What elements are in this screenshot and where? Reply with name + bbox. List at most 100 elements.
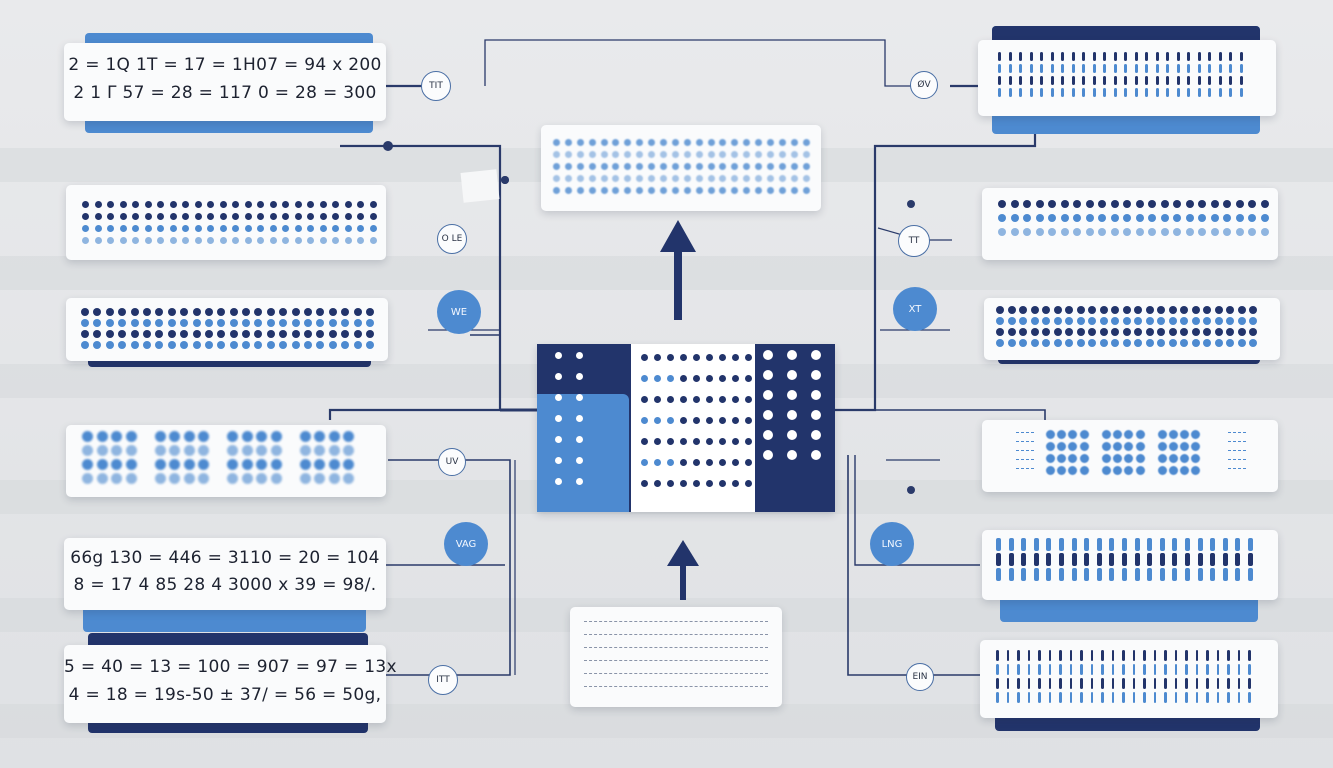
dot — [1101, 430, 1111, 439]
dot — [683, 175, 691, 182]
dot — [227, 431, 238, 442]
dot — [743, 151, 751, 158]
dot — [154, 473, 166, 484]
tick — [1029, 64, 1033, 73]
dot — [344, 213, 352, 220]
dot — [1226, 328, 1234, 336]
tick — [1101, 650, 1104, 661]
dot — [1048, 214, 1056, 222]
dot — [624, 187, 632, 194]
tick — [1101, 692, 1104, 703]
node-badge: VAG — [444, 522, 488, 566]
dot — [680, 438, 687, 445]
dot — [365, 330, 374, 338]
tick — [1006, 678, 1009, 689]
dot — [787, 410, 797, 420]
dot — [154, 459, 166, 470]
dot — [1042, 317, 1050, 325]
dot — [588, 187, 596, 194]
dot — [314, 473, 325, 484]
tick — [998, 52, 1001, 61]
tick — [1096, 568, 1102, 581]
dot — [564, 187, 572, 194]
tick — [1206, 664, 1209, 675]
dot — [81, 330, 89, 338]
tick — [1027, 692, 1030, 703]
dot — [745, 480, 752, 487]
dot — [1073, 200, 1081, 208]
dot — [269, 225, 277, 232]
dot — [732, 417, 739, 424]
dot — [767, 139, 775, 146]
dot — [671, 187, 679, 194]
dot — [332, 213, 339, 220]
dot — [787, 450, 797, 460]
dot — [328, 459, 340, 470]
dot — [1122, 306, 1131, 314]
dot — [198, 445, 209, 456]
dot — [1053, 339, 1062, 347]
tick — [1021, 553, 1027, 566]
dot — [369, 225, 377, 232]
dot — [1157, 430, 1167, 439]
tick — [1124, 76, 1127, 85]
dot — [157, 237, 164, 244]
dot — [555, 436, 562, 443]
dot — [316, 330, 325, 338]
tick — [1239, 88, 1243, 97]
dot — [564, 139, 572, 146]
dot — [254, 330, 263, 338]
dot — [242, 319, 251, 327]
tick — [1206, 692, 1209, 703]
dot — [555, 478, 562, 485]
dot — [107, 225, 114, 232]
dot — [291, 330, 300, 338]
dot — [1147, 466, 1156, 475]
central-processing-block — [537, 344, 835, 512]
tick — [1021, 568, 1027, 581]
tick — [1122, 664, 1125, 675]
tick — [1017, 692, 1020, 703]
dot — [155, 330, 164, 338]
dot — [217, 319, 226, 327]
dot — [811, 450, 821, 460]
dot — [732, 480, 739, 487]
tick — [1096, 538, 1102, 551]
wire — [484, 39, 928, 87]
tick — [1040, 52, 1043, 61]
dot — [107, 201, 114, 208]
tick — [1090, 650, 1093, 661]
dot — [241, 473, 253, 484]
dot — [192, 308, 201, 316]
dot — [1019, 317, 1027, 325]
tick — [996, 568, 1001, 581]
tick — [1084, 568, 1090, 581]
dot — [636, 151, 644, 158]
dot — [648, 163, 656, 170]
dot — [1113, 466, 1123, 475]
dot — [1091, 466, 1100, 475]
tick — [1021, 538, 1027, 551]
tick — [996, 664, 999, 675]
dot — [316, 319, 325, 327]
tick-grid — [996, 538, 1253, 581]
dot — [1057, 442, 1067, 451]
dot — [353, 330, 362, 338]
dot — [1091, 442, 1100, 451]
dot — [81, 319, 89, 327]
dash-line — [1016, 432, 1034, 433]
dot — [1111, 328, 1119, 336]
tick — [1027, 664, 1030, 675]
dot — [1168, 306, 1177, 314]
dot — [1173, 200, 1181, 208]
tick — [1216, 664, 1219, 675]
dot — [763, 370, 773, 380]
dot — [641, 354, 648, 361]
dashed-lines — [1228, 432, 1246, 477]
dot — [755, 139, 763, 146]
dot — [279, 308, 288, 316]
dot — [256, 459, 267, 470]
dot — [142, 308, 151, 316]
dot — [1180, 430, 1190, 439]
dot — [576, 163, 584, 170]
